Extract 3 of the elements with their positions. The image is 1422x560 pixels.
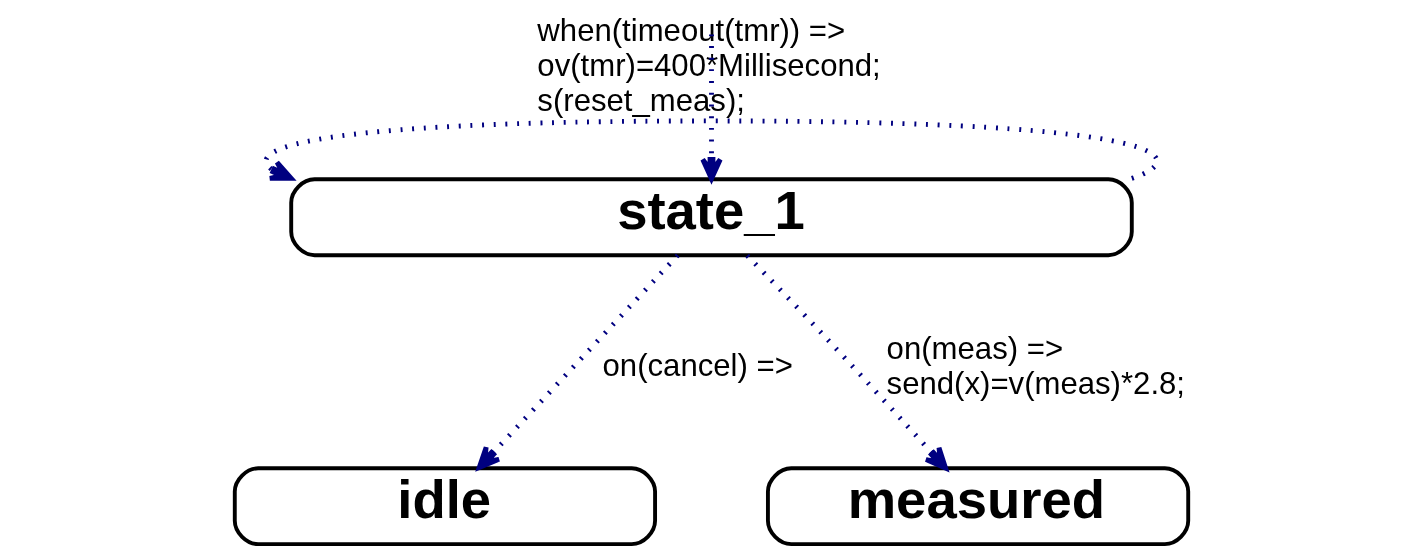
edge-label: on(meas) => send(x)=v(meas)*2.8;: [886, 330, 1185, 401]
edge-label: on(cancel) =>: [602, 348, 793, 384]
edge-label: when(timeout(tmr)) => ov(tmr)=400*Millisecond; s(reset_meas);: [536, 12, 881, 118]
